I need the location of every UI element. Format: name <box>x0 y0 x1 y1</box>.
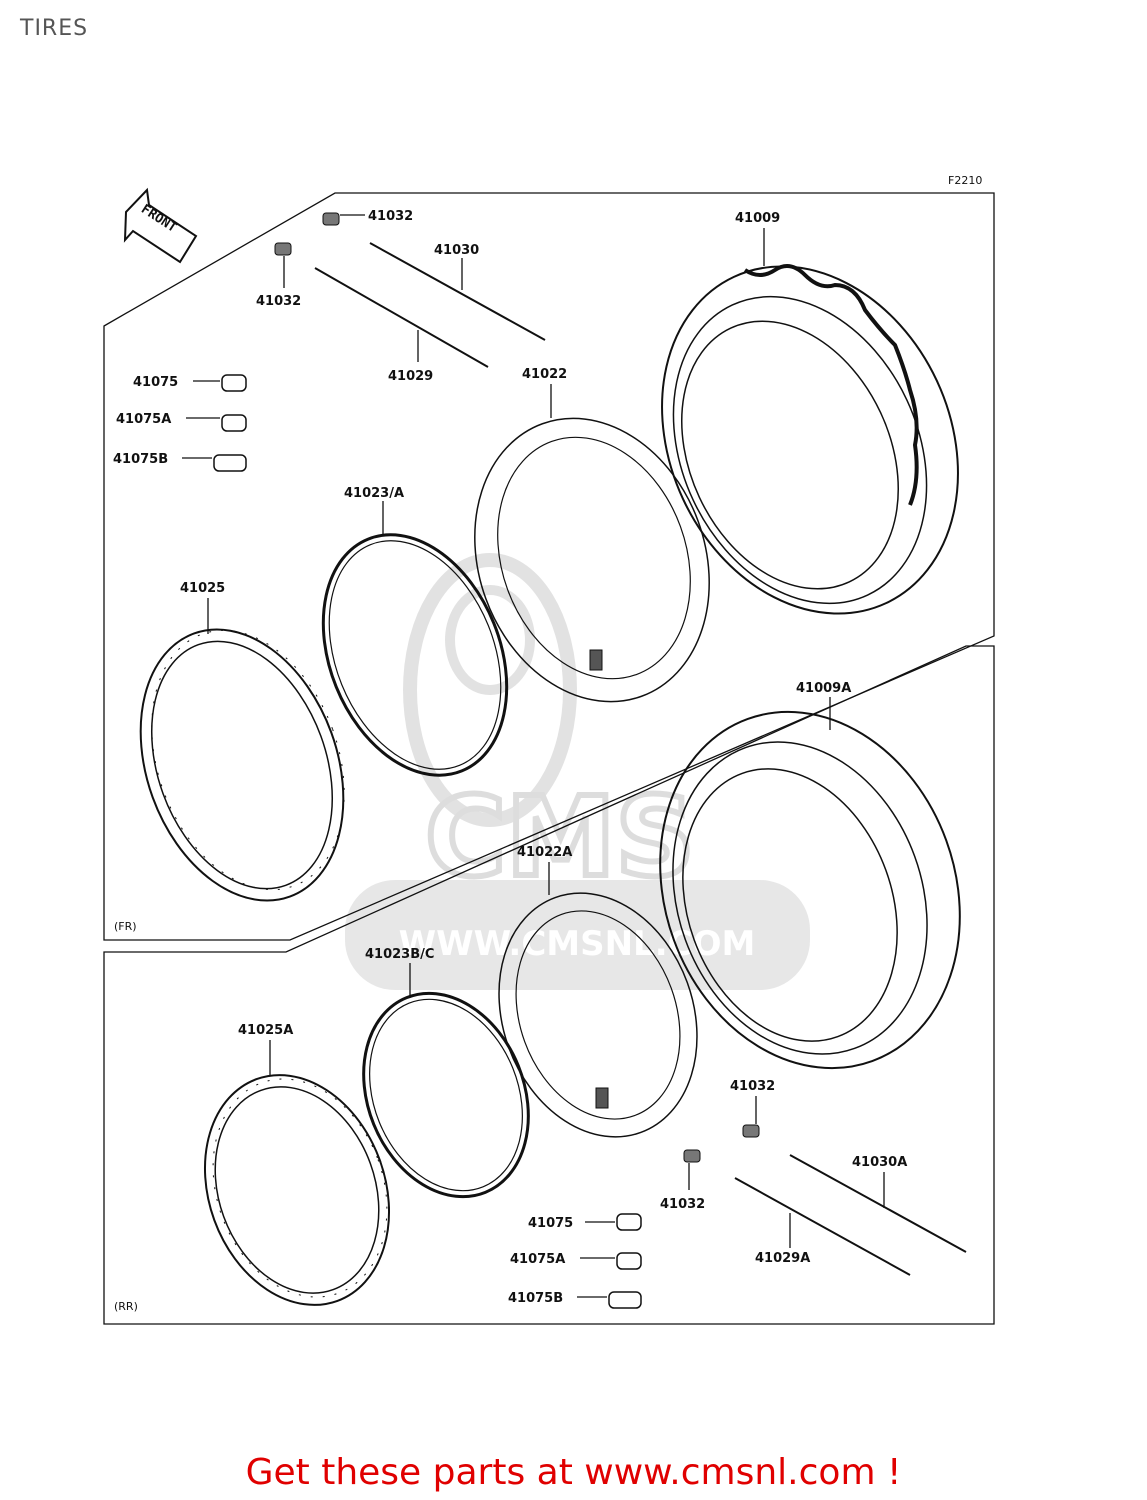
rear-leader-lines <box>269 697 885 1298</box>
front-section-label: (FR) <box>114 920 137 933</box>
front-section-frame <box>103 192 995 941</box>
callout-rear-41075B: 41075B <box>508 1291 563 1306</box>
rear-tire-41009A <box>659 710 961 1070</box>
callout-front-41030: 41030 <box>434 243 479 258</box>
front-tube-41022 <box>474 417 710 703</box>
callout-front-41023: 41023/A <box>344 486 404 501</box>
rear-section-frame <box>103 645 995 1325</box>
callout-rear-41032-a: 41032 <box>730 1079 775 1094</box>
callout-rear-41075A: 41075A <box>510 1252 565 1267</box>
callout-rear-41075: 41075 <box>528 1216 573 1231</box>
front-rim-band-41023 <box>321 533 509 777</box>
callout-rear-41030A: 41030A <box>852 1155 907 1170</box>
front-tire-41009 <box>661 264 959 615</box>
callout-front-41075A: 41075A <box>116 412 171 427</box>
page-title: TIRES <box>20 16 89 41</box>
front-leader-lines <box>182 214 765 634</box>
front-valve-caps <box>213 212 546 472</box>
figure-code: F2210 <box>948 174 982 187</box>
callout-rear-41029A: 41029A <box>755 1251 810 1266</box>
callout-rear-41025A: 41025A <box>238 1023 293 1038</box>
parts-diagram: CMS WWW.CMSNL.COM F2210 FRONT (FR) (RR) <box>103 174 995 1325</box>
front-direction-arrow: FRONT <box>123 187 198 264</box>
callout-front-41032-b: 41032 <box>256 294 301 309</box>
callout-front-41022: 41022 <box>522 367 567 382</box>
callout-front-41075B: 41075B <box>113 452 168 467</box>
callout-rear-41022A: 41022A <box>517 845 572 860</box>
callout-front-41009: 41009 <box>735 211 780 226</box>
rear-section-label: (RR) <box>114 1300 138 1313</box>
rear-rim-band-41023BC <box>362 991 530 1199</box>
footer-link[interactable]: Get these parts at www.cmsnl.com ! <box>245 1452 902 1493</box>
callout-rear-41032-b: 41032 <box>660 1197 705 1212</box>
callout-rear-41023BC: 41023B/C <box>365 947 434 962</box>
callout-rear-41009A: 41009A <box>796 681 851 696</box>
watermark-brand: CMS <box>425 773 694 901</box>
callout-front-41075: 41075 <box>133 375 178 390</box>
watermark: CMS WWW.CMSNL.COM <box>345 553 810 990</box>
callout-front-41025: 41025 <box>180 581 225 596</box>
callout-front-41032-a: 41032 <box>368 209 413 224</box>
rear-rim-41025A <box>203 1074 391 1306</box>
callout-front-41029: 41029 <box>388 369 433 384</box>
rear-valve-caps <box>608 1124 967 1309</box>
front-rim-41025 <box>139 628 345 902</box>
